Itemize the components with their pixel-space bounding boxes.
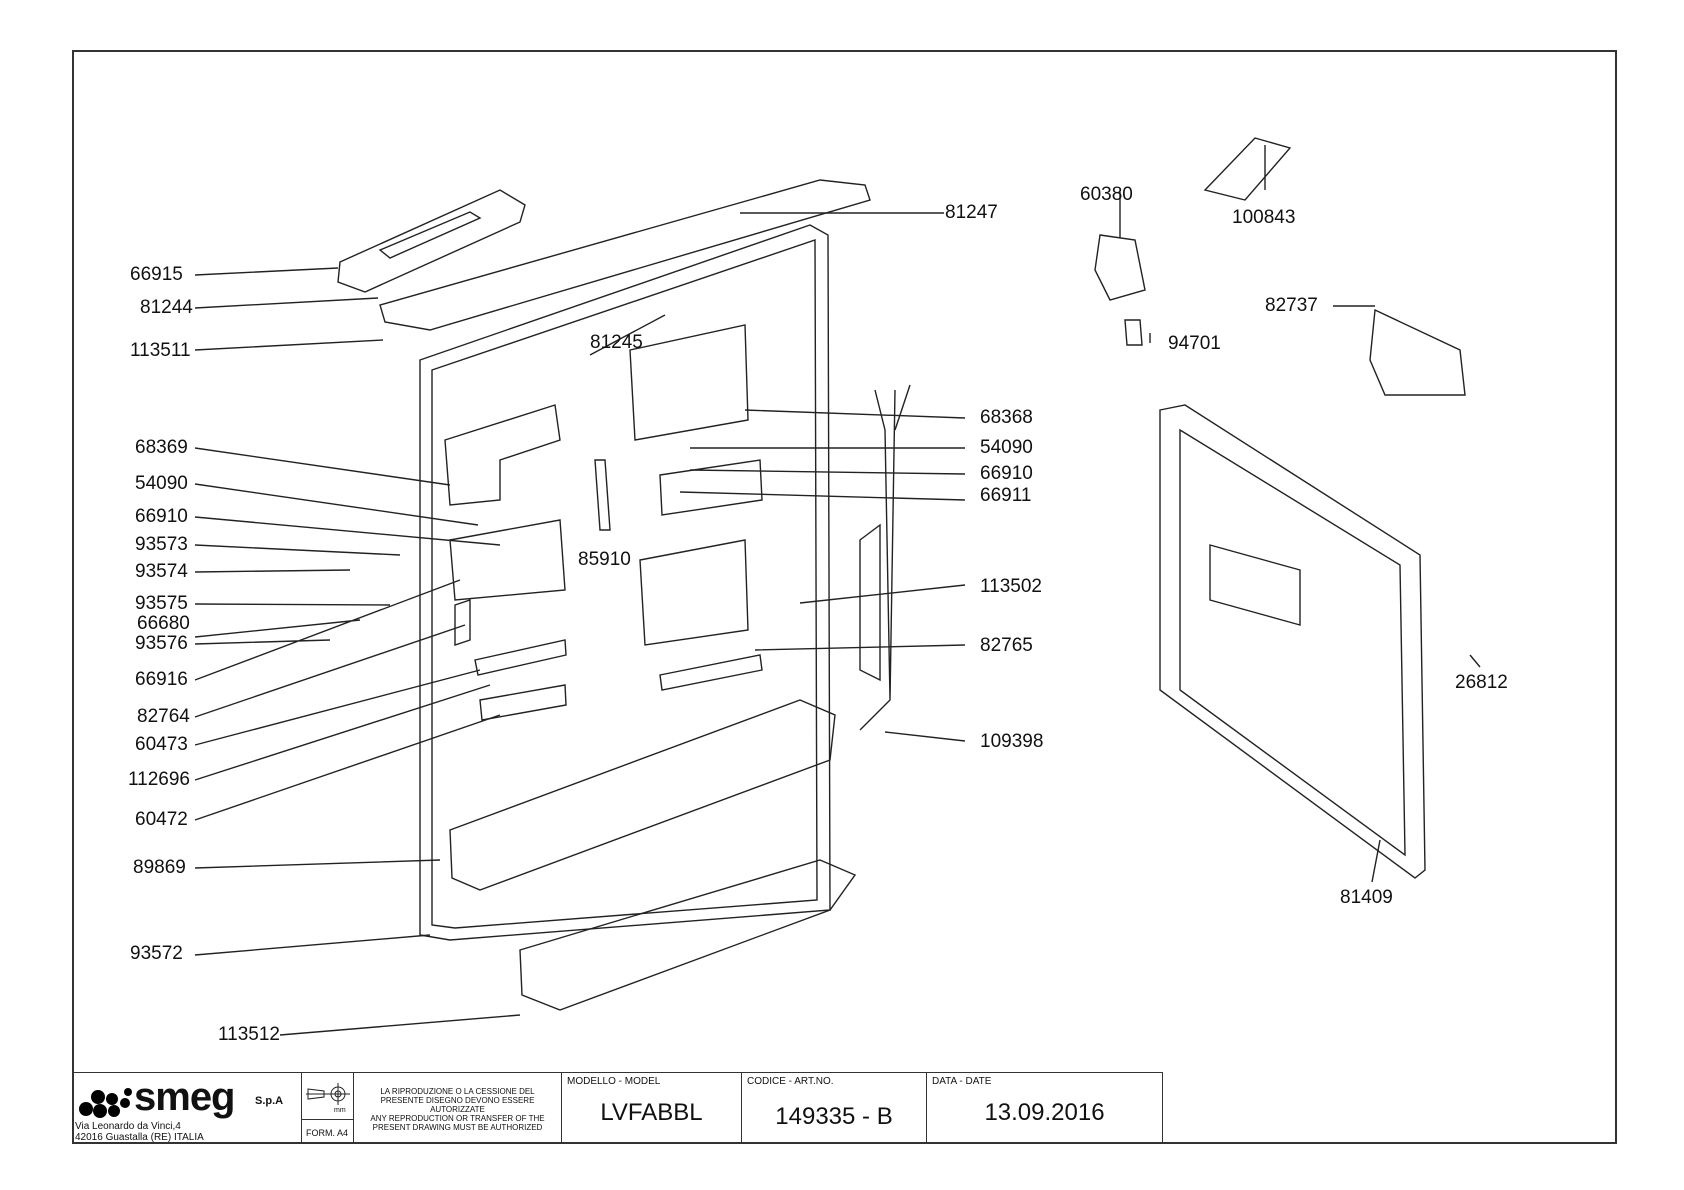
label-93575: 93575	[135, 593, 188, 614]
lock-part	[1094, 234, 1146, 301]
switch-part	[1124, 319, 1143, 346]
label-113511: 113511	[130, 340, 191, 361]
label-100843: 100843	[1232, 207, 1296, 228]
label-26812: 26812	[1455, 672, 1508, 693]
date-header: DATA - DATE	[932, 1076, 992, 1087]
outer-door-panel	[1159, 404, 1426, 879]
label-113512: 113512	[218, 1024, 280, 1045]
company-name: smeg	[134, 1075, 235, 1119]
label-93574: 93574	[135, 561, 188, 582]
drawing-frame	[72, 50, 1617, 1144]
label-66915: 66915	[130, 264, 183, 285]
format-cell: mm FORM. A4	[302, 1072, 354, 1144]
label-60472: 60472	[135, 809, 188, 830]
label-93573: 93573	[135, 534, 188, 555]
date-value: 13.09.2016	[984, 1099, 1105, 1126]
model-header: MODELLO - MODEL	[567, 1076, 661, 1087]
title-block: smeg S.p.A Via Leonardo da Vinci,4 42016…	[72, 1072, 1163, 1144]
label-82737: 82737	[1265, 295, 1318, 316]
code-value: 149335 - B	[775, 1103, 893, 1130]
label-68368: 68368	[980, 407, 1033, 428]
label-66916: 66916	[135, 669, 188, 690]
cable-harness	[859, 384, 911, 731]
electronics-board	[629, 324, 749, 441]
format-divider	[302, 1119, 353, 1120]
membrane-part	[1203, 137, 1292, 201]
format-label: FORM. A4	[306, 1128, 349, 1138]
smeg-logo: smeg	[78, 1075, 248, 1121]
control-panel-strip	[379, 179, 871, 331]
company-address: Via Leonardo da Vinci,4 42016 Guastalla …	[75, 1121, 204, 1143]
company-cell: smeg S.p.A Via Leonardo da Vinci,4 42016…	[72, 1072, 302, 1144]
model-cell: MODELLO - MODEL LVFABBL	[562, 1072, 742, 1144]
notice-cell: LA RIPRODUZIONE O LA CESSIONE DEL PRESEN…	[354, 1072, 562, 1144]
date-cell: DATA - DATE 13.09.2016	[927, 1072, 1163, 1144]
label-66680: 66680	[137, 613, 190, 634]
company-suffix: S.p.A	[255, 1095, 284, 1107]
code-cell: CODICE - ART.NO. 149335 - B	[742, 1072, 927, 1144]
label-112696: 112696	[128, 769, 190, 790]
label-93576: 93576	[135, 633, 188, 654]
handle-part	[337, 189, 526, 293]
label-82765: 82765	[980, 635, 1033, 656]
label-54090-right: 54090	[980, 437, 1033, 458]
projection-symbol-icon	[306, 1083, 350, 1105]
label-66910-right: 66910	[980, 463, 1033, 484]
code-header: CODICE - ART.NO.	[747, 1076, 834, 1087]
label-60380: 60380	[1080, 184, 1133, 205]
label-66911: 66911	[980, 485, 1032, 506]
label-54090-left: 54090	[135, 473, 188, 494]
label-113502: 113502	[980, 576, 1042, 597]
label-66910-left: 66910	[135, 506, 188, 527]
label-94701: 94701	[1168, 333, 1221, 354]
label-81245: 81245	[590, 332, 643, 353]
control-housing	[444, 404, 561, 506]
model-value: LVFABBL	[600, 1099, 703, 1126]
label-89869: 89869	[133, 857, 186, 878]
smeg-dots-icon	[79, 1088, 132, 1118]
label-82764: 82764	[137, 706, 190, 727]
label-68369: 68369	[135, 437, 188, 458]
label-81247: 81247	[945, 202, 998, 223]
module-part	[1369, 308, 1466, 396]
label-93572: 93572	[130, 943, 183, 964]
label-81244: 81244	[140, 297, 193, 318]
unit-label: mm	[334, 1107, 346, 1114]
notice-english: ANY REPRODUCTION OR TRANSFER OF THE PRES…	[370, 1114, 545, 1132]
kick-panel	[519, 859, 857, 1011]
label-109398: 109398	[980, 731, 1044, 752]
label-60473: 60473	[135, 734, 188, 755]
bottom-trough	[449, 699, 836, 891]
address-line-1: Via Leonardo da Vinci,4	[75, 1121, 181, 1132]
address-line-2: 42016 Guastalla (RE) ITALIA	[75, 1132, 204, 1143]
label-81409: 81409	[1340, 887, 1393, 908]
notice-italian: LA RIPRODUZIONE O LA CESSIONE DEL PRESEN…	[380, 1087, 535, 1114]
label-85910: 85910	[578, 549, 631, 570]
